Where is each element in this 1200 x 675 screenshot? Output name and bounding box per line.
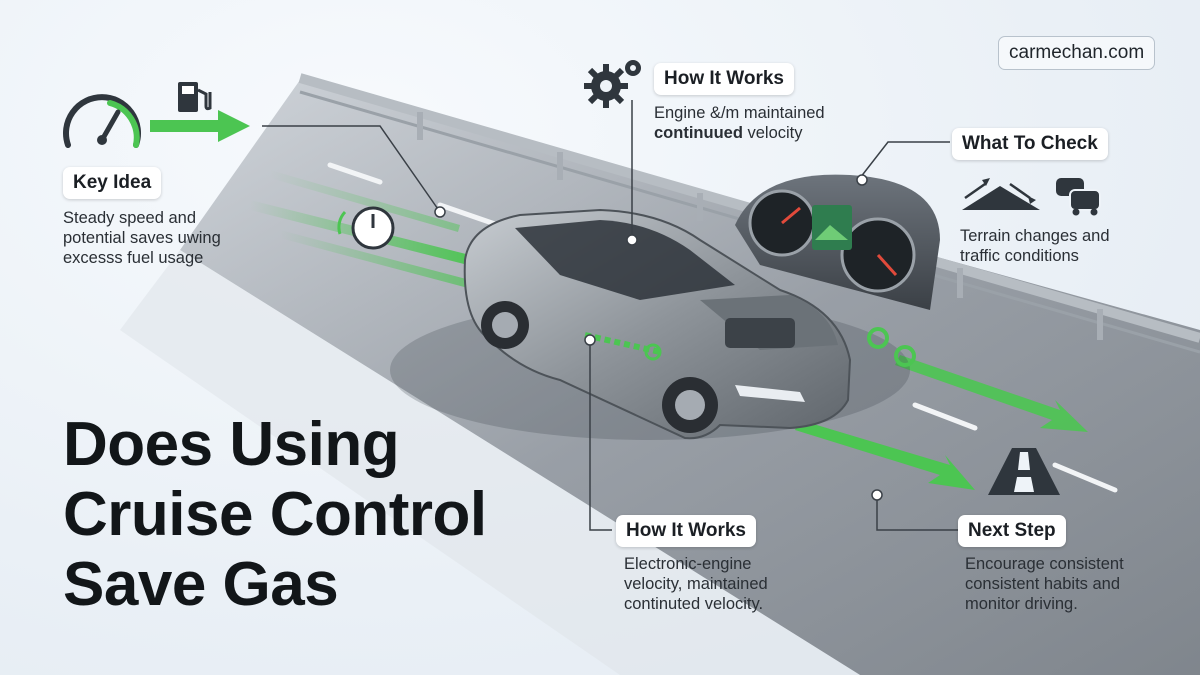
fuel-pump-icon [178,82,212,112]
how-it-works-top-heading: How It Works [654,63,794,95]
key-idea-heading: Key Idea [63,167,162,199]
page-title: Does Using Cruise Control Save Gas [63,410,487,619]
green-arrow-icon [150,110,250,142]
how-it-works-bottom-description: Electronic-engine velocity, maintained c… [624,555,768,613]
next-step-heading: Next Step [958,515,1066,547]
next-step-description: Encourage consistent consistent habits a… [965,555,1124,613]
traffic-cars-icon [1056,178,1101,216]
site-brand[interactable]: carmechan.com [998,36,1156,70]
green-gears-icon [867,327,916,367]
car-illustration [390,208,910,440]
how-it-works-top-description: Engine &/m maintained continuued velocit… [654,104,825,142]
terrain-icon [962,178,1040,210]
what-to-check-description: Terrain changes and traffic conditions [960,227,1110,265]
gears-icon [584,60,641,108]
how-it-works-bottom-heading: How It Works [616,515,756,547]
gauge-icon [337,206,395,250]
dashboard-illustration [735,174,940,310]
speedometer-icon [63,94,141,148]
key-idea-description: Steady speed and potential saves uwing e… [63,209,221,267]
what-to-check-heading: What To Check [952,128,1108,160]
callout-connectors [262,100,958,531]
road-icon [988,448,1060,495]
